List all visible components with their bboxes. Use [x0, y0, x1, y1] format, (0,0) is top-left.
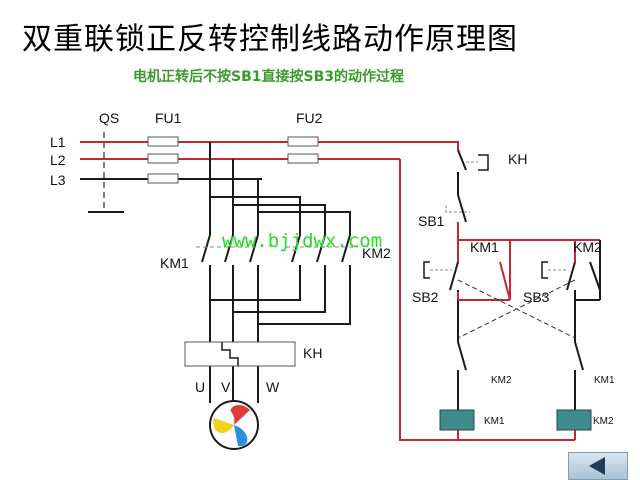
label-km2-main: KM2 — [362, 245, 391, 261]
page-subtitle: 电机正转后不按SB1直接按SB3的动作过程 — [133, 69, 404, 85]
label-km1-hold: KM1 — [470, 239, 499, 255]
label-kh-main: KH — [303, 345, 322, 361]
label-qs: QS — [99, 110, 119, 126]
kh-thermal-relay — [184, 341, 296, 367]
label-km2-coil: KM2 — [593, 416, 614, 427]
label-km1-coil: KM1 — [484, 416, 505, 427]
fu2-fuses — [287, 136, 319, 164]
watermark: www.bjjdwx.com — [222, 230, 382, 252]
label-kh-ctrl: KH — [508, 151, 527, 167]
km1-coil — [439, 409, 475, 431]
label-v: V — [221, 379, 231, 395]
main-circuit-wires — [209, 142, 351, 403]
label-sb1: SB1 — [418, 213, 445, 229]
km2-coil — [556, 409, 592, 431]
label-fu2: FU2 — [296, 110, 323, 126]
label-sb3: SB3 — [523, 289, 550, 305]
diagram-labels: QS FU1 FU2 L1 L2 L3 KM1 KM2 KH U V W KH … — [50, 110, 615, 427]
label-km1-main: KM1 — [160, 255, 189, 271]
left-triangle-icon — [589, 457, 605, 475]
label-km2-interlock: KM2 — [491, 375, 512, 386]
previous-slide-button[interactable] — [568, 452, 628, 480]
qs-switch — [88, 132, 124, 213]
label-km1-interlock: KM1 — [594, 375, 615, 386]
motor-icon — [209, 400, 259, 450]
page-title: 双重联锁正反转控制线路动作原理图 — [22, 22, 518, 57]
control-coils — [439, 409, 592, 431]
label-w: W — [266, 379, 280, 395]
label-l1: L1 — [50, 134, 66, 150]
label-sb2: SB2 — [412, 289, 439, 305]
km1-main-contacts — [196, 234, 259, 263]
label-km2-hold: KM2 — [573, 239, 602, 255]
label-u: U — [195, 379, 205, 395]
control-circuit — [399, 141, 601, 441]
fu1-fuses — [147, 136, 179, 184]
label-l2: L2 — [50, 152, 66, 168]
label-fu1: FU1 — [155, 110, 182, 126]
power-lines — [80, 141, 400, 180]
label-l3: L3 — [50, 172, 66, 188]
km2-main-contacts — [286, 234, 358, 263]
